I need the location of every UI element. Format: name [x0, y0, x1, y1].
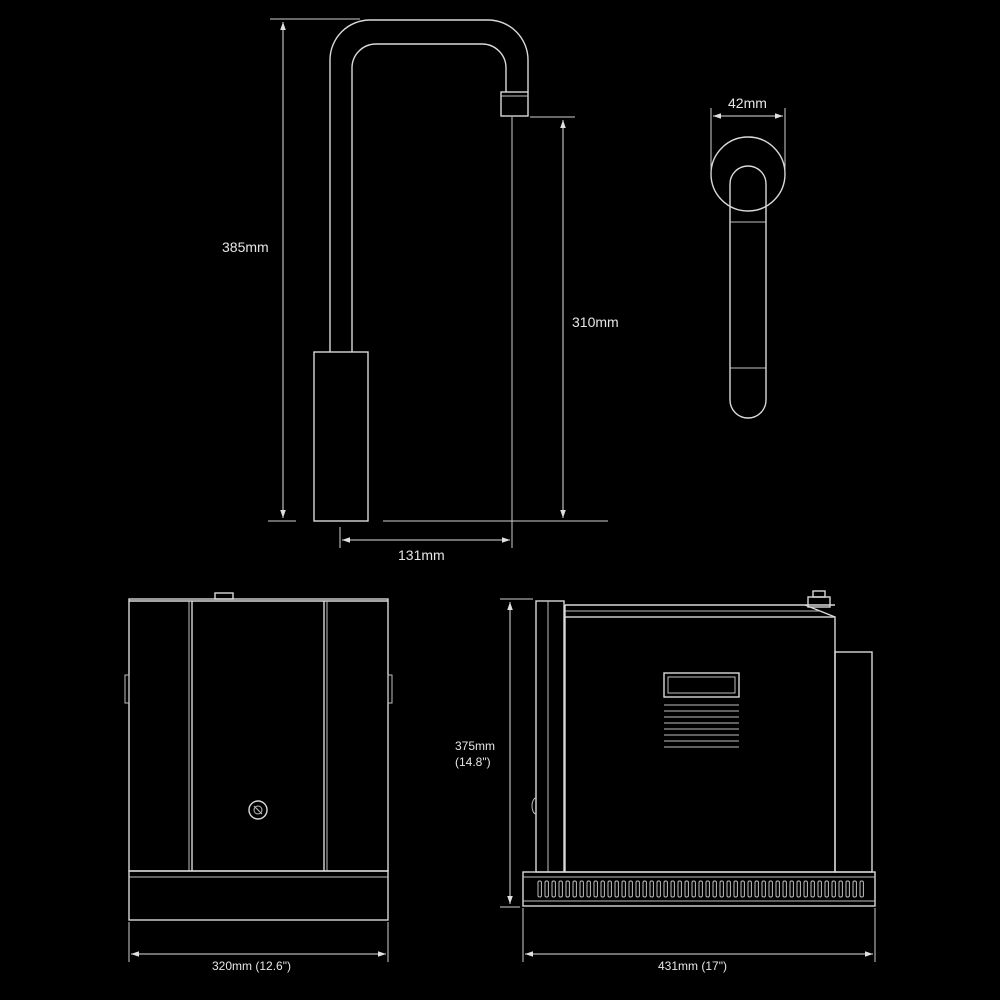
grille-slot: [691, 880, 696, 898]
grille-slot: [593, 880, 598, 898]
reach-label: 131mm: [398, 547, 445, 563]
grille-slot: [551, 880, 556, 898]
control-knob: [248, 800, 268, 820]
tap-body: [313, 351, 369, 522]
right-bracket: [387, 674, 393, 704]
grille-slot: [565, 880, 570, 898]
grille-slot: [670, 880, 675, 898]
grille-slot: [761, 880, 766, 898]
grille-slot: [845, 880, 850, 898]
tank-front-base: [128, 870, 389, 921]
grille-slot: [859, 880, 864, 898]
grille-slot: [621, 880, 626, 898]
base-grille: [537, 880, 864, 898]
tank-depth-label: 431mm (17"): [658, 959, 727, 973]
rear-block: [834, 651, 873, 873]
grille-slot: [719, 880, 724, 898]
spout-height-label: 310mm: [572, 314, 619, 330]
grille-slot: [600, 880, 605, 898]
grille-slot: [537, 880, 542, 898]
grille-slot: [775, 880, 780, 898]
tap-base-circle: [710, 136, 786, 212]
grille-slot: [628, 880, 633, 898]
grille-slot: [796, 880, 801, 898]
vent-grille: [664, 704, 739, 748]
grille-slot: [838, 880, 843, 898]
grille-slot: [649, 880, 654, 898]
grille-slot: [852, 880, 857, 898]
side-riser: [535, 600, 565, 873]
tank-top-fitting: [214, 592, 234, 600]
grille-slot: [684, 880, 689, 898]
left-bracket: [124, 674, 130, 704]
tank-side-view: 375mm (14.8") 431mm (17"): [455, 590, 876, 973]
grille-slot: [803, 880, 808, 898]
tank-side-body: [564, 616, 836, 873]
grille-slot: [558, 880, 563, 898]
tap-nozzle: [500, 91, 529, 117]
grille-slot: [635, 880, 640, 898]
grille-slot: [782, 880, 787, 898]
grille-slot: [656, 880, 661, 898]
tank-width-label: 320mm (12.6"): [212, 959, 291, 973]
grille-slot: [614, 880, 619, 898]
tank-front-view: 320mm (12.6"): [124, 592, 393, 973]
grille-slot: [712, 880, 717, 898]
grille-slot: [607, 880, 612, 898]
grille-slot: [677, 880, 682, 898]
grille-slot: [831, 880, 836, 898]
tap-top-view: 42mm: [710, 95, 786, 419]
tap-spout-outline: [329, 19, 529, 352]
tap-height-label: 385mm: [222, 239, 269, 255]
grille-slot: [579, 880, 584, 898]
grille-slot: [572, 880, 577, 898]
grille-slot: [663, 880, 668, 898]
grille-slot: [733, 880, 738, 898]
grille-slot: [740, 880, 745, 898]
grille-slot: [705, 880, 710, 898]
grille-slot: [586, 880, 591, 898]
grille-slot: [810, 880, 815, 898]
grille-slot: [768, 880, 773, 898]
grille-slot: [642, 880, 647, 898]
grille-slot: [544, 880, 549, 898]
grille-slot: [698, 880, 703, 898]
grille-slot: [754, 880, 759, 898]
tap-top-spout: [729, 165, 767, 419]
tank-height-label-mm: 375mm: [455, 739, 495, 753]
grille-slot: [824, 880, 829, 898]
tap-side-view: 385mm 310mm 131mm: [222, 18, 619, 563]
grille-slot: [726, 880, 731, 898]
grille-slot: [789, 880, 794, 898]
label-plate: [663, 672, 740, 698]
tap-diameter-label: 42mm: [728, 95, 767, 111]
tank-front-body: [128, 598, 389, 872]
grille-slot: [747, 880, 752, 898]
grille-slot: [817, 880, 822, 898]
tank-side-base: [522, 871, 876, 907]
tank-height-label-in: (14.8"): [455, 755, 491, 769]
